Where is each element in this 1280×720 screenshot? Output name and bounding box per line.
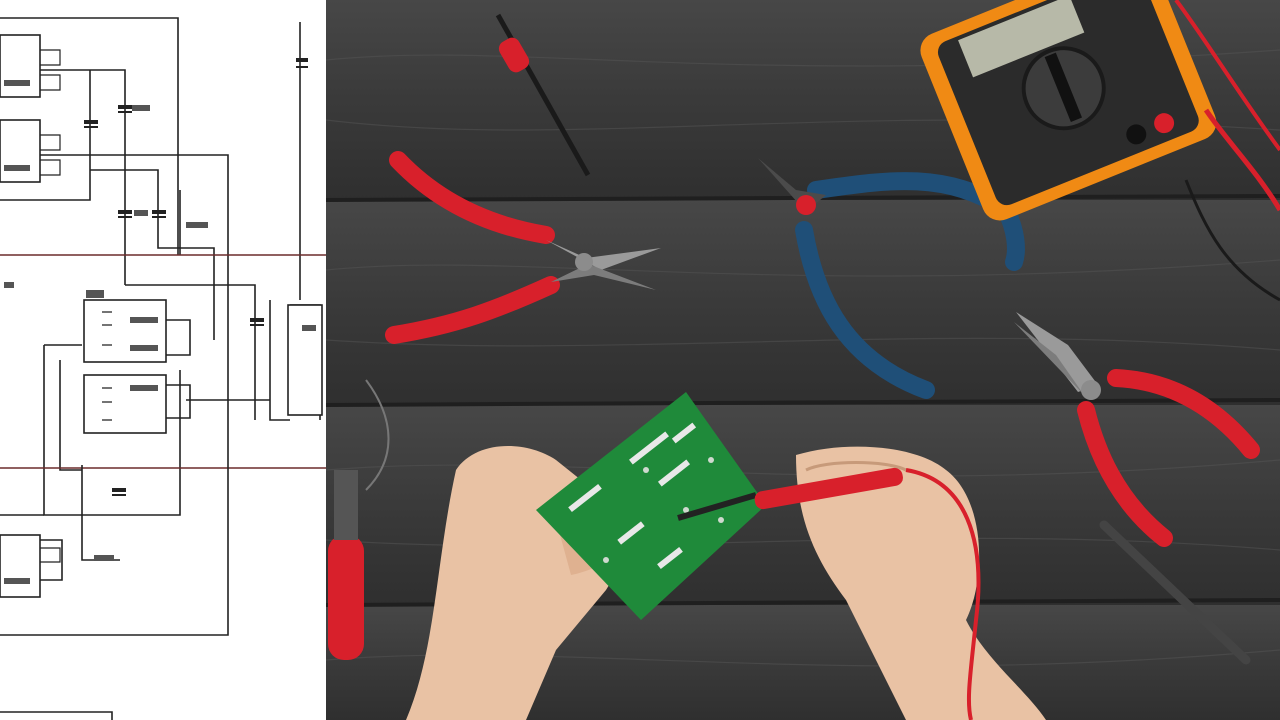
ic-box xyxy=(83,374,167,434)
pliers-icon xyxy=(1014,312,1260,547)
workbench-photo xyxy=(326,0,1280,720)
screwdriver-icon xyxy=(495,13,591,177)
pliers-icon xyxy=(758,158,1025,399)
workbench-scene xyxy=(326,0,1280,720)
probe-icon xyxy=(677,467,981,720)
ic-box xyxy=(0,34,41,98)
circuit-schematic xyxy=(0,0,326,720)
ic-box xyxy=(0,534,41,598)
schematic-drawing xyxy=(0,17,326,720)
screwdriver-icon xyxy=(1099,520,1251,665)
ic-box xyxy=(0,119,41,183)
ic-box xyxy=(287,304,323,416)
pliers-icon xyxy=(328,379,390,660)
multimeter-icon xyxy=(920,0,1280,302)
circuit-board xyxy=(536,392,766,620)
pliers-icon xyxy=(385,151,661,344)
ic-box xyxy=(83,299,167,363)
